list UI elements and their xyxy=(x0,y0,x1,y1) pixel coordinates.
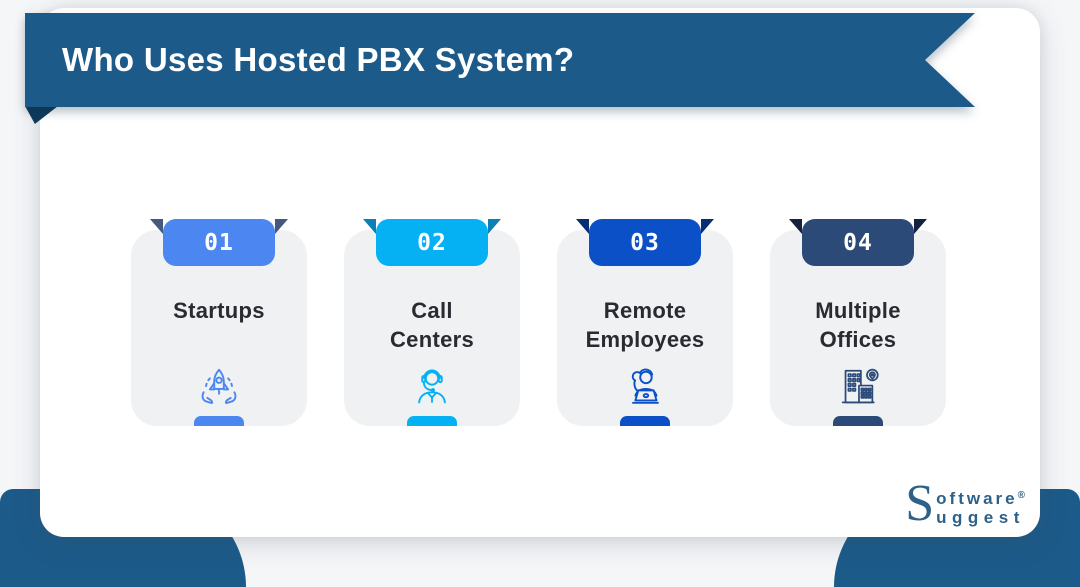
card-bottom-accent xyxy=(407,416,457,426)
rocket-in-hands-icon xyxy=(196,364,242,410)
card-bottom-accent xyxy=(620,416,670,426)
card-remote-employees: 03 Remote Employees xyxy=(557,219,733,426)
page-title: Who Uses Hosted PBX System? xyxy=(62,41,575,78)
remote-employee-icon xyxy=(622,364,668,410)
card-number: 04 xyxy=(843,229,873,256)
card-title: Startups xyxy=(173,298,265,323)
multiple-offices-icon xyxy=(835,364,881,410)
card-call-centers: 02 Call Centers xyxy=(344,219,520,426)
card-number: 03 xyxy=(630,229,660,256)
header-ribbon: Who Uses Hosted PBX System? xyxy=(25,13,975,107)
card-number-badge: 04 xyxy=(802,219,914,266)
card-number: 02 xyxy=(417,229,447,256)
card-bottom-accent xyxy=(194,416,244,426)
card-startups: 01 Startups xyxy=(131,219,307,426)
header-banner: Who Uses Hosted PBX System? xyxy=(25,13,975,107)
logo-s-glyph: S xyxy=(905,475,935,532)
card-number-badge: 01 xyxy=(163,219,275,266)
logo-line-1: oftware® xyxy=(936,489,1025,508)
card-number-badge: 02 xyxy=(376,219,488,266)
softwaresuggest-logo: S oftware® uggest xyxy=(905,475,1025,532)
card-title: Remote Employees xyxy=(585,298,705,352)
card-number-badge: 03 xyxy=(589,219,701,266)
logo-line-2: uggest xyxy=(936,508,1025,527)
card-number: 01 xyxy=(204,229,234,256)
card-title: Call Centers xyxy=(389,298,475,352)
card-multiple-offices: 04 Multiple Offices xyxy=(770,219,946,426)
registered-mark: ® xyxy=(1017,490,1025,501)
call-center-agent-icon xyxy=(409,364,455,410)
card-bottom-accent xyxy=(833,416,883,426)
card-title: Multiple Offices xyxy=(815,298,901,352)
